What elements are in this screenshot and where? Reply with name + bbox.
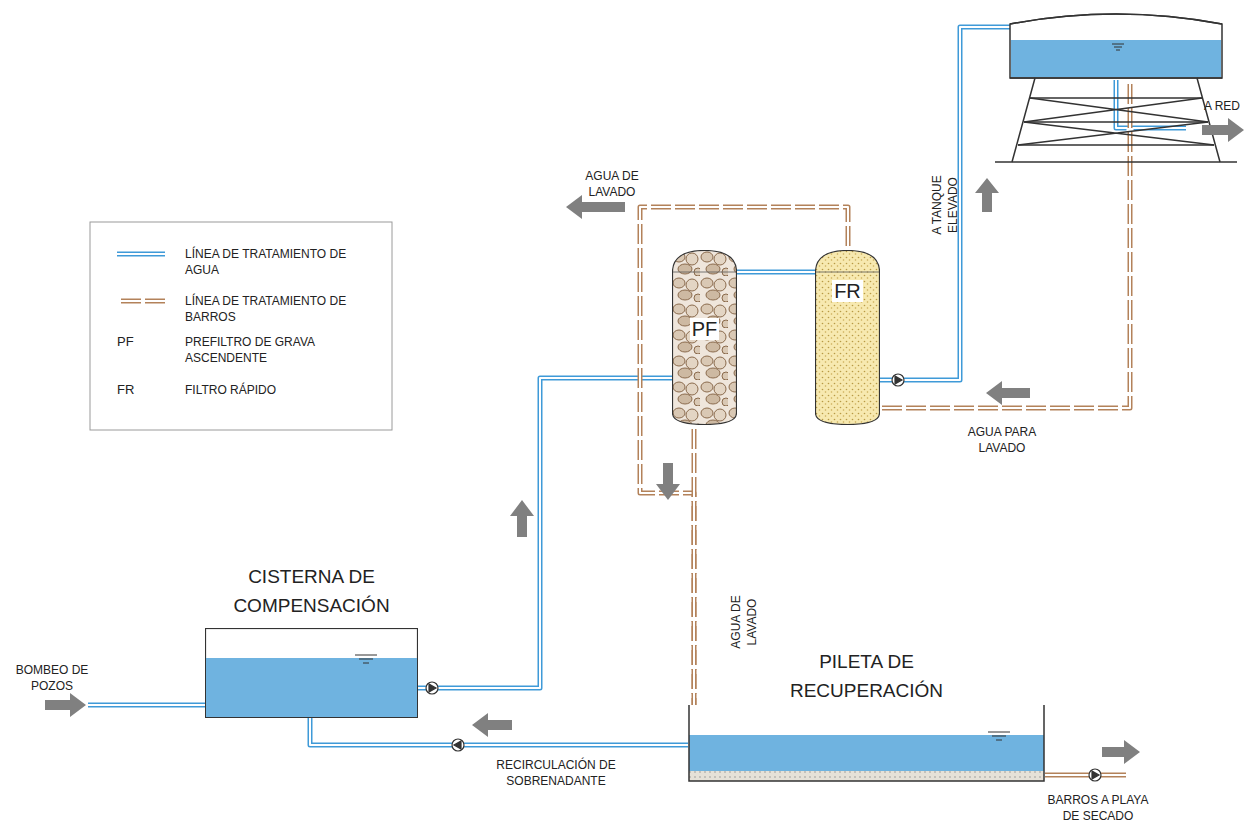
flow-label: AGUA DE LAVADO <box>580 168 644 200</box>
node-outline <box>688 705 1045 782</box>
node-outline <box>205 628 418 718</box>
outlet-label: A RED <box>1204 98 1240 114</box>
legend-text: LÍNEA DE TRATAMIENTO DE BARROS <box>185 293 365 325</box>
rapid-filter-vessel: FR <box>815 250 880 425</box>
pipe-label: A TANQUE ELEVADO <box>929 165 961 245</box>
node-label: PF <box>690 318 720 340</box>
outlet-label: BARROS A PLAYA DE SECADO <box>1046 792 1150 824</box>
node-title: PILETA DE RECUPERACIÓN <box>747 647 987 705</box>
node-outline <box>815 250 880 425</box>
node-label: FR <box>832 280 863 302</box>
legend-text: PREFILTRO DE GRAVA ASCENDENTE <box>185 334 365 366</box>
legend-text: FILTRO RÁPIDO <box>185 382 365 398</box>
node-title: FR <box>815 276 880 306</box>
legend-abbreviation: FR <box>117 382 134 398</box>
prefilter-vessel: PF <box>672 250 737 425</box>
sludge-pipe <box>694 425 695 705</box>
inlet-label: BOMBEO DE POZOS <box>15 662 89 694</box>
legend-text: LÍNEA DE TRATAMIENTO DE AGUA <box>185 246 365 278</box>
flow-label: AGUA DE LAVADO <box>728 584 760 660</box>
recovery-basin: PILETA DE RECUPERACIÓN <box>688 705 1045 782</box>
compensation-cistern: CISTERNA DE COMPENSACIÓN <box>205 628 418 718</box>
water-pipe <box>737 272 815 273</box>
pipe-label: AGUA PARA LAVADO <box>960 424 1044 456</box>
node-title: PF <box>672 314 737 344</box>
flow-label: RECIRCULACIÓN DE SOBRENADANTE <box>491 757 621 789</box>
legend-abbreviation: PF <box>117 334 134 350</box>
water-pipe <box>418 378 672 688</box>
node-title: CISTERNA DE COMPENSACIÓN <box>207 562 417 620</box>
